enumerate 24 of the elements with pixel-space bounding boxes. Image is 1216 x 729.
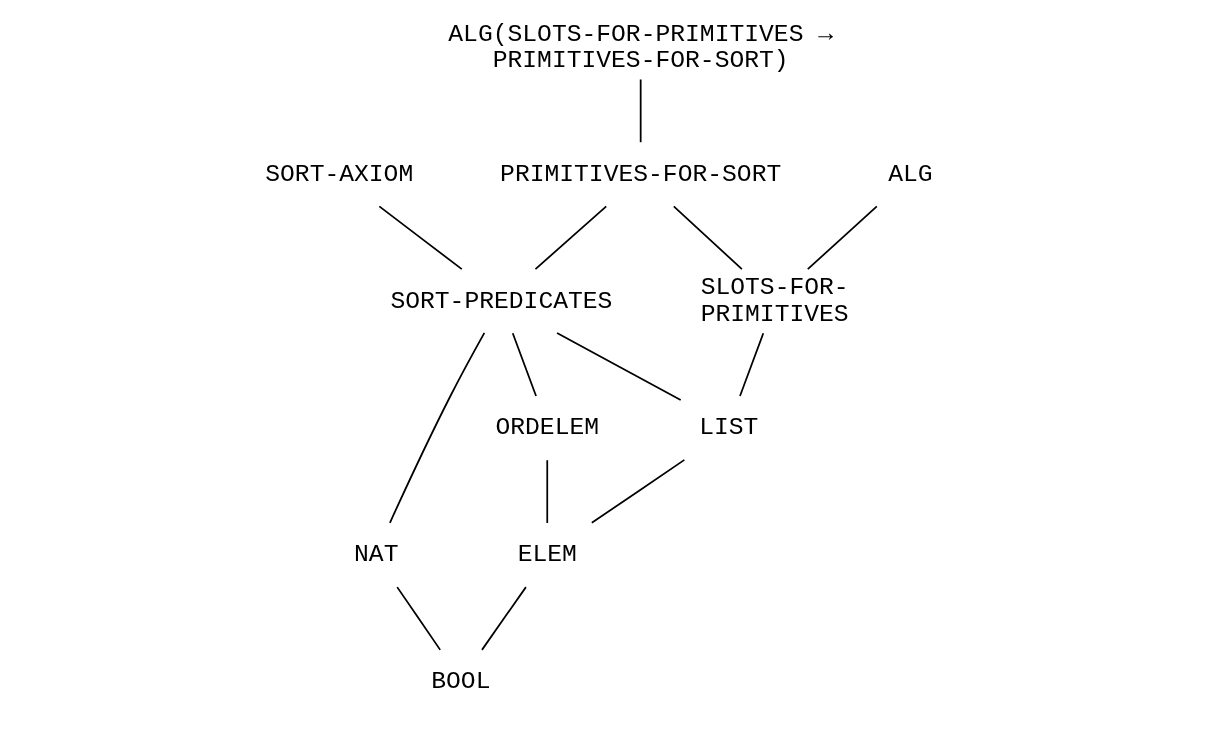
node-text: ALG <box>887 159 933 188</box>
node-text: ALG(SLOTS-FOR-PRIMITIVES → PRIMITIVES-FOR-SORT) <box>447 19 833 74</box>
node-text: PRIMITIVES-FOR-SORT <box>499 159 781 188</box>
connector <box>534 205 607 270</box>
node-text: SORT-AXIOM <box>264 159 413 188</box>
connector <box>672 205 743 270</box>
node-text: ORDELEM <box>494 413 599 442</box>
node-text: LIST <box>698 413 758 442</box>
connector <box>555 332 682 401</box>
connector <box>738 332 764 397</box>
connector <box>388 332 485 524</box>
node-text: ELEM <box>517 540 577 569</box>
connector <box>511 332 537 397</box>
node-text: NAT <box>353 540 398 569</box>
connector <box>480 586 527 651</box>
connector <box>806 205 878 270</box>
node-text: SORT-PREDICATES <box>389 286 612 315</box>
connector <box>639 78 642 144</box>
connector <box>395 586 441 651</box>
node-text: SLOTS-FOR- PRIMITIVES <box>700 273 849 328</box>
connector <box>590 459 685 524</box>
node-text: BOOL <box>430 667 490 696</box>
connector <box>545 459 548 524</box>
connector <box>377 205 463 270</box>
